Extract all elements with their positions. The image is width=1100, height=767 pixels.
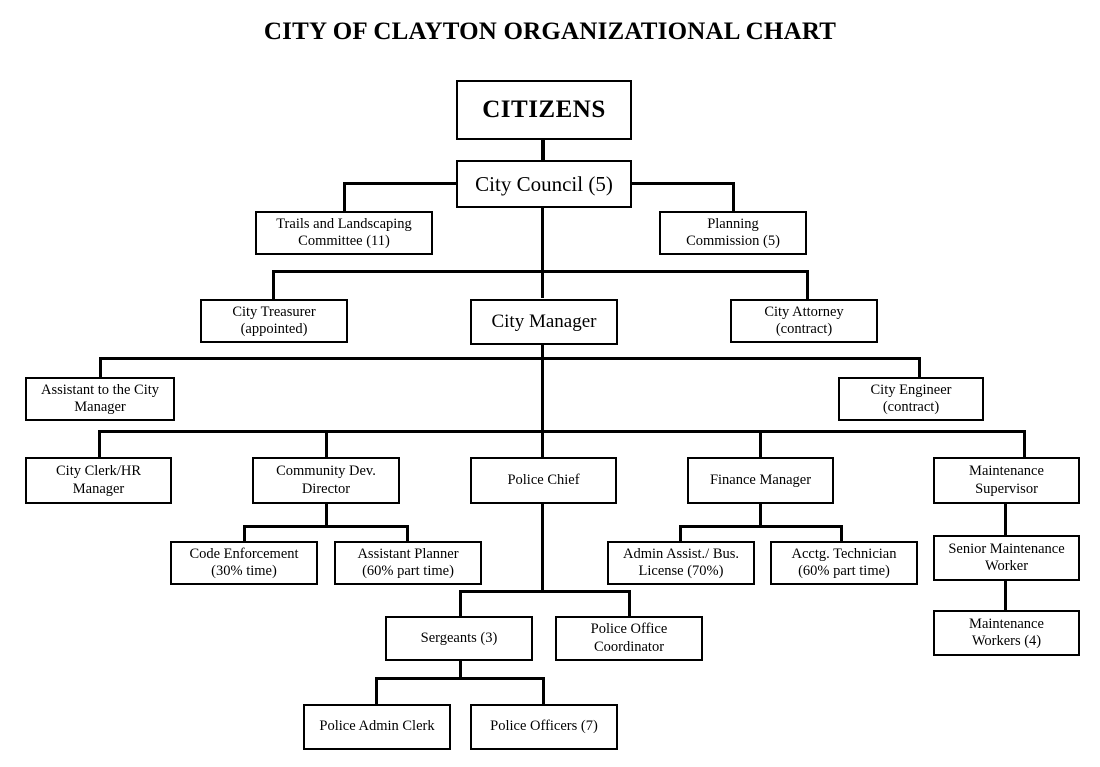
connector-council-to-planning-drop: [732, 182, 735, 211]
node-planning-commission[interactable]: Planning Commission (5): [659, 211, 807, 255]
connector-department-bus: [98, 430, 1026, 433]
node-maintenance-workers[interactable]: Maintenance Workers (4): [933, 610, 1080, 656]
connector-bus-to-maintenance: [1023, 430, 1026, 458]
connector-bus-to-attorney: [806, 270, 809, 299]
connector-finance-bus: [679, 525, 843, 528]
connector-bus-to-assistant-planner: [406, 525, 409, 543]
node-acctg-technician[interactable]: Acctg. Technician (60% part time): [770, 541, 918, 585]
node-admin-assist-bus-license[interactable]: Admin Assist./ Bus. License (70%): [607, 541, 755, 585]
connector-bus-to-acctg-tech: [840, 525, 843, 543]
node-maintenance-supervisor-label: Maintenance Supervisor: [969, 463, 1044, 497]
connector-community-dev-drop: [325, 503, 328, 526]
connector-bus-to-community-dev: [325, 430, 328, 458]
connector-bus-to-assistant: [99, 357, 102, 377]
connector-senior-to-workers: [1004, 581, 1007, 610]
node-community-dev-director-label: Community Dev. Director: [276, 463, 376, 497]
connector-bus-to-admin-assist: [679, 525, 682, 543]
connector-council-left-stub: [343, 182, 459, 185]
node-police-office-coordinator[interactable]: Police Office Coordinator: [555, 616, 703, 661]
node-code-enforcement-label: Code Enforcement (30% time): [189, 545, 299, 579]
node-maintenance-supervisor[interactable]: Maintenance Supervisor: [933, 457, 1080, 504]
node-police-chief[interactable]: Police Chief: [470, 457, 617, 504]
connector-bus-to-finance: [759, 430, 762, 458]
node-assistant-to-city-manager[interactable]: Assistant to the City Manager: [25, 377, 175, 421]
node-city-clerk-hr-manager[interactable]: City Clerk/HR Manager: [25, 457, 172, 504]
connector-bus-to-code-enforcement: [243, 525, 246, 543]
connector-bus-to-city-clerk: [98, 430, 101, 458]
node-city-treasurer[interactable]: City Treasurer (appointed): [200, 299, 348, 343]
page-title: CITY OF CLAYTON ORGANIZATIONAL CHART: [263, 18, 837, 45]
node-city-council-label: City Council (5): [475, 171, 613, 196]
connector-bus-to-engineer: [918, 357, 921, 377]
node-citizens[interactable]: CITIZENS: [456, 80, 632, 140]
node-city-manager[interactable]: City Manager: [470, 299, 618, 345]
node-maintenance-workers-label: Maintenance Workers (4): [969, 615, 1044, 649]
node-city-engineer[interactable]: City Engineer (contract): [838, 377, 984, 421]
node-sergeants[interactable]: Sergeants (3): [385, 616, 533, 661]
connector-bus-to-police-officers: [542, 677, 545, 704]
connector-council-down-trunk: [541, 208, 544, 298]
node-finance-manager-label: Finance Manager: [709, 471, 812, 488]
node-city-engineer-label: City Engineer (contract): [870, 381, 952, 415]
connector-bus-to-police-coordinator: [628, 590, 631, 616]
node-city-attorney-label: City Attorney (contract): [764, 303, 844, 337]
node-city-clerk-hr-manager-label: City Clerk/HR Manager: [56, 463, 141, 497]
node-citizens-label: CITIZENS: [482, 96, 606, 124]
node-city-treasurer-label: City Treasurer (appointed): [232, 303, 316, 337]
connector-sergeants-bus: [375, 677, 545, 680]
connector-sergeants-drop: [459, 661, 462, 678]
node-admin-assist-bus-license-label: Admin Assist./ Bus. License (70%): [622, 545, 740, 579]
connector-council-right-stub: [629, 182, 735, 185]
node-senior-maintenance-worker-label: Senior Maintenance Worker: [948, 540, 1065, 574]
node-sergeants-label: Sergeants (3): [420, 629, 498, 646]
node-community-dev-director[interactable]: Community Dev. Director: [252, 457, 400, 504]
connector-community-dev-bus: [243, 525, 409, 528]
node-police-office-coordinator-label: Police Office Coordinator: [590, 621, 668, 655]
node-city-council[interactable]: City Council (5): [456, 160, 632, 208]
node-city-manager-label: City Manager: [491, 310, 597, 332]
node-assistant-planner[interactable]: Assistant Planner (60% part time): [334, 541, 482, 585]
connector-manager-tier-bus: [272, 270, 809, 273]
node-police-officers[interactable]: Police Officers (7): [470, 704, 618, 750]
connector-finance-drop: [759, 503, 762, 526]
connector-citizens-to-council: [541, 140, 545, 162]
node-police-officers-label: Police Officers (7): [490, 718, 598, 735]
connector-bus-to-sergeants: [459, 590, 462, 616]
node-city-attorney[interactable]: City Attorney (contract): [730, 299, 878, 343]
node-senior-maintenance-worker[interactable]: Senior Maintenance Worker: [933, 535, 1080, 581]
connector-council-to-trails-drop: [343, 182, 346, 211]
node-finance-manager[interactable]: Finance Manager: [687, 457, 834, 504]
connector-bus-to-police-admin-clerk: [375, 677, 378, 704]
connector-bus-to-treasurer: [272, 270, 275, 299]
node-assistant-planner-label: Assistant Planner (60% part time): [357, 545, 459, 579]
connector-manager-trunk: [541, 345, 544, 460]
node-trails-committee[interactable]: Trails and Landscaping Committee (11): [255, 211, 433, 255]
connector-maintenance-to-senior: [1004, 503, 1007, 535]
connector-police-chief-bus: [459, 590, 631, 593]
connector-assistant-engineer-bus: [99, 357, 921, 360]
node-trails-committee-label: Trails and Landscaping Committee (11): [276, 215, 412, 249]
node-acctg-technician-label: Acctg. Technician (60% part time): [791, 545, 897, 579]
node-police-chief-label: Police Chief: [507, 471, 580, 488]
node-police-admin-clerk-label: Police Admin Clerk: [319, 718, 435, 735]
connector-police-chief-drop: [541, 503, 544, 591]
node-assistant-to-city-manager-label: Assistant to the City Manager: [40, 381, 160, 415]
node-police-admin-clerk[interactable]: Police Admin Clerk: [303, 704, 451, 750]
node-planning-commission-label: Planning Commission (5): [686, 215, 780, 249]
node-code-enforcement[interactable]: Code Enforcement (30% time): [170, 541, 318, 585]
